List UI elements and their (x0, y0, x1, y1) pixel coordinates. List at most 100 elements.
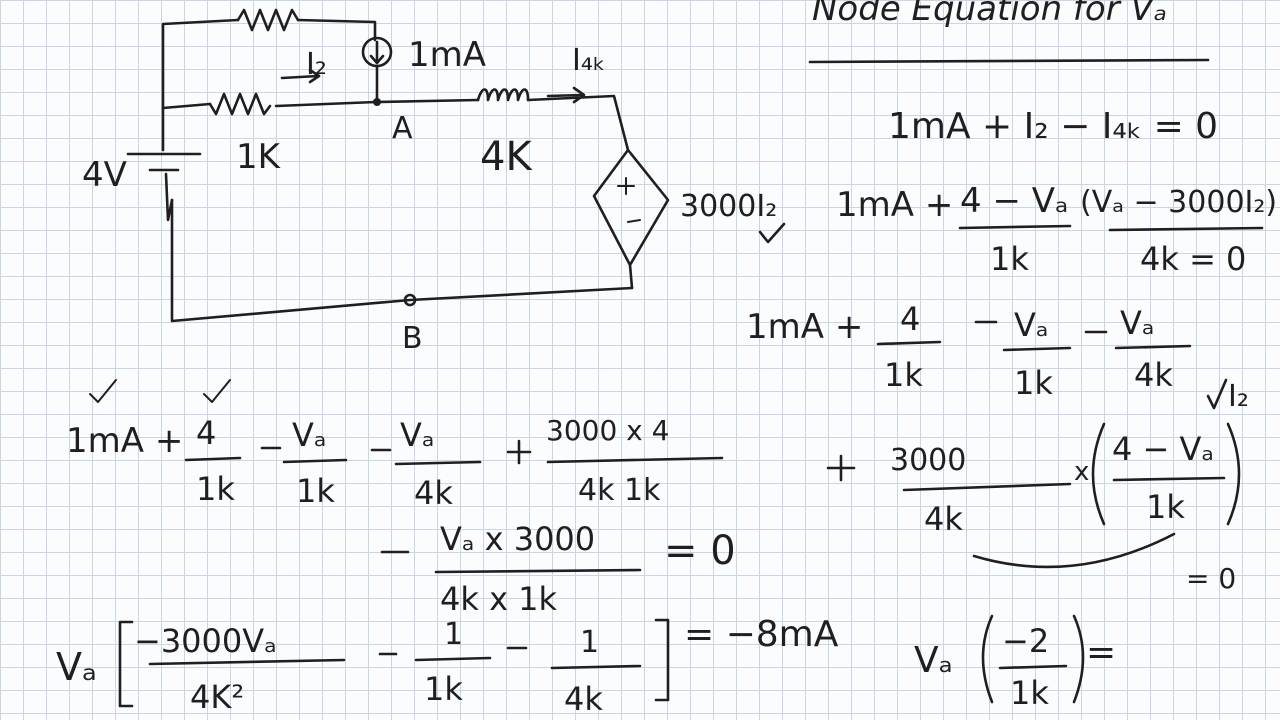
line3-f1-num: −3000Vₐ (134, 622, 277, 660)
line3-f2-den: 1k (424, 670, 463, 708)
check-mark-icon-2 (203, 379, 231, 403)
arrowhead-down-icon (369, 54, 385, 65)
eq5-numerator: −2 (1002, 622, 1049, 660)
check-mark-icon-1 (89, 379, 117, 403)
eq4-numerator: 3000 (890, 443, 966, 478)
line3-f2-num: 1 (444, 617, 463, 652)
dependent-voltage-source (592, 148, 670, 267)
label-4k: 4K (480, 134, 533, 180)
heading-underline (808, 58, 1210, 64)
line2-numerator: Vₐ x 3000 (440, 520, 595, 558)
eq3-f2-bar (1002, 346, 1072, 352)
label-i2: I₂ (306, 47, 327, 82)
eq5-denominator: 1k (1010, 674, 1049, 712)
line1-f3-num: Vₐ (400, 416, 434, 454)
resistor-4k (476, 88, 530, 102)
label-node-a: A (392, 111, 413, 146)
wire-mid-to-a (274, 100, 378, 108)
eq2-numerator: 4 − Vₐ (960, 181, 1068, 221)
page-heading: Node Equation for Vₐ (812, 0, 1167, 29)
bracket-left (118, 620, 134, 708)
right-work: Node Equation for Vₐ 1mA + I₂ − I₄ₖ = 0 … (746, 0, 1277, 712)
line3-f3-den: 4k (564, 680, 603, 718)
bracket-right (654, 618, 670, 702)
eq4-denominator: 4k (924, 500, 963, 538)
line1-f3-bar (394, 460, 482, 466)
eq5-fraction-bar (998, 664, 1068, 670)
label-1ma: 1mA (408, 35, 486, 75)
wire-mid-left (161, 102, 212, 110)
circuit-diagram: 1mA 4V 1K 4K A B I₂ I₄ₖ 3000I₂ (82, 8, 786, 356)
i2-arrow-shaft (280, 74, 320, 80)
line1-f2-den: 1k (296, 472, 335, 510)
line3-f3-bar (550, 664, 642, 670)
side-check-icon (1206, 378, 1228, 410)
line3-f1-den: 4K² (190, 678, 244, 716)
eq3-side-i2: I₂ (1228, 379, 1249, 414)
eq4-paren-bar (1112, 476, 1226, 482)
eq2-fraction-bar-2 (1108, 226, 1264, 232)
line1-f1-bar (184, 456, 242, 462)
line1-f1-num: 4 (196, 414, 216, 452)
wire-left-bottom (164, 172, 174, 222)
wire-a-to-4k (375, 98, 480, 104)
line1-lead: 1mA + (66, 421, 183, 461)
line3-lhs: Vₐ (56, 645, 97, 689)
resistor-1k (208, 92, 272, 116)
eq4-underbrace (972, 532, 1176, 569)
line1-f4-den: 4k 1k (578, 473, 661, 508)
check-mark-icon (758, 222, 786, 244)
label-i4k: I₄ₖ (572, 43, 606, 78)
eq2-lead: 1mA + (836, 185, 953, 225)
label-3000i2: 3000I₂ (680, 189, 777, 224)
eq2-fraction-bar (958, 224, 1072, 230)
eq4-equals-zero: = 0 (1186, 562, 1236, 595)
eq3-f3-num: Vₐ (1120, 304, 1154, 342)
wire-bottom (170, 198, 634, 323)
line1-f2-num: Vₐ (292, 416, 326, 454)
node-b-dot (403, 293, 417, 307)
line3-rhs: = −8mA (684, 614, 839, 655)
minus-sign (627, 219, 641, 223)
line3-f1-bar (148, 658, 346, 666)
label-node-b: B (402, 321, 423, 356)
line1-f3-den: 4k (414, 474, 453, 512)
line1-f1-den: 1k (196, 470, 235, 508)
wire-top (161, 18, 240, 110)
eq3-f1-den: 1k (884, 356, 923, 394)
eq3-f3-den: 4k (1134, 356, 1173, 394)
eq2-tail: 4k = 0 (1140, 240, 1246, 278)
wire-top-right (296, 18, 377, 42)
label-1k: 1K (236, 137, 282, 177)
eq5-lhs: Vₐ (914, 640, 953, 681)
eq3-lead: 1mA + (746, 307, 863, 347)
eq4-paren-right (1226, 422, 1241, 526)
eq4-times: x (1074, 457, 1089, 487)
eq2-denominator: 1k (990, 240, 1029, 278)
eq3-f2-num: Vₐ (1014, 306, 1048, 344)
label-4v: 4V (82, 155, 127, 195)
i4k-arrowhead-icon (572, 86, 586, 104)
eq3-f1-bar (876, 340, 942, 346)
eq4-paren-left (1091, 422, 1106, 526)
i2-arrowhead-icon (308, 68, 321, 84)
eq3-f1-num: 4 (900, 300, 920, 338)
eq4-paren-den: 1k (1146, 488, 1185, 526)
eq5-paren-right (1072, 614, 1085, 704)
line3-f2-bar (414, 656, 492, 662)
eq4-paren-num: 4 − Vₐ (1112, 430, 1214, 468)
line1-f2-bar (282, 458, 348, 464)
resistor-top (236, 8, 300, 32)
line1-f4-num: 3000 x 4 (546, 414, 669, 447)
eq2-paren-term: (Vₐ − 3000I₂) (1080, 185, 1277, 220)
line3-f3-num: 1 (580, 625, 599, 660)
line1-f4-bar (546, 456, 724, 464)
eq3-f3-bar (1114, 344, 1192, 350)
equation-kcl: 1mA + I₂ − I₄ₖ = 0 (888, 106, 1218, 147)
line2-fraction-bar (434, 568, 642, 574)
i4k-arrow-shaft (546, 93, 584, 98)
eq3-f2-den: 1k (1014, 364, 1053, 402)
eq5-paren-left (981, 614, 994, 704)
wire-4k-right (526, 94, 630, 152)
